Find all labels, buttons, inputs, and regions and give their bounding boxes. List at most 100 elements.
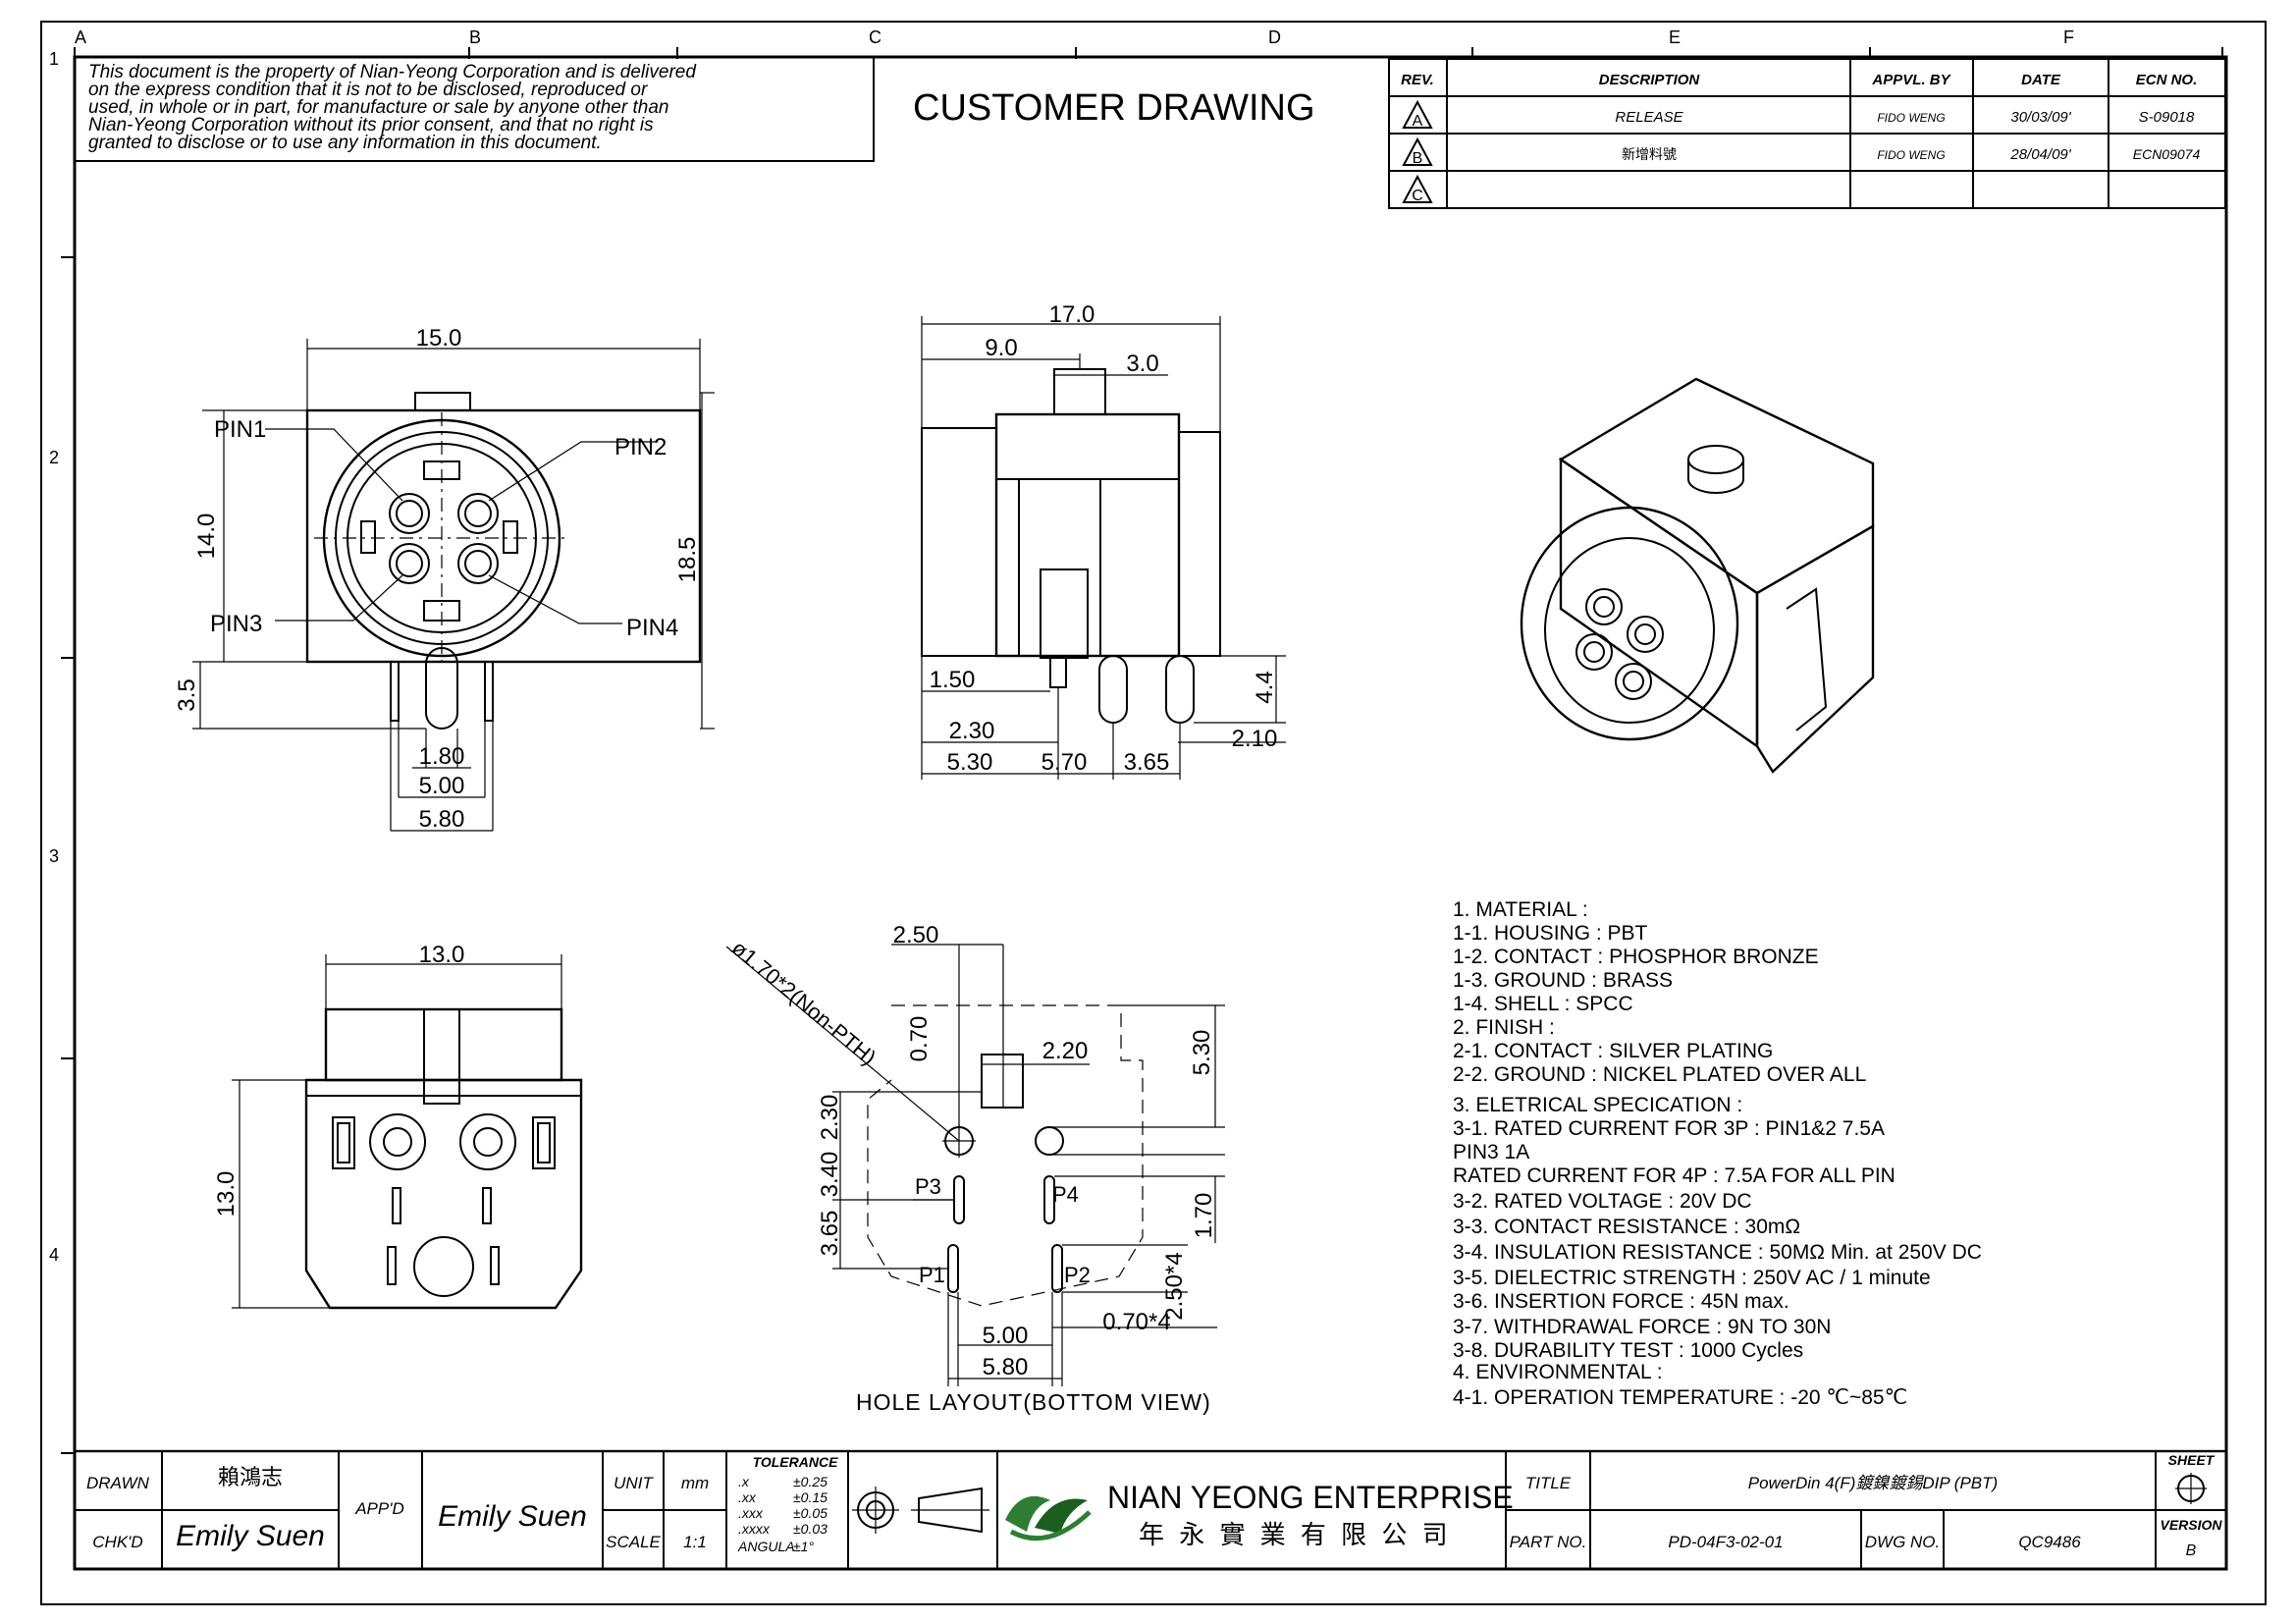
label-p4: P4 (1052, 1182, 1079, 1207)
hole-dim-8: 2.50*4 (1161, 1252, 1188, 1320)
appd-label: APP'D (354, 1499, 404, 1518)
iso-front-face (1559, 457, 1759, 749)
outer-border (40, 21, 2267, 1605)
hole-caption: HOLE LAYOUT(BOTTOM VIEW) (856, 1389, 1211, 1415)
hole-dim-0: 2.50 (893, 922, 939, 948)
hole-dim-11: 5.80 (983, 1354, 1029, 1380)
note-line: 2-1. CONTACT : SILVER PLATING (1453, 1040, 1773, 1062)
sheet-label: SHEET (2168, 1452, 2216, 1468)
version-value: B (2186, 1542, 2197, 1559)
hole-outline (867, 1004, 1144, 1307)
notice-line: on the express condition that it is not … (88, 80, 648, 100)
front-dim-a: 1.80 (419, 743, 465, 770)
appvl-header: APPVL. BY (1871, 72, 1951, 88)
scale-value: 1:1 (683, 1533, 707, 1551)
ecn-header: ECN NO. (2136, 72, 2198, 88)
grid-col-c: C (869, 27, 881, 47)
hole-right (1035, 1126, 1064, 1156)
front-dim-pin: 3.5 (174, 678, 200, 711)
slot-p2 (1051, 1244, 1063, 1293)
note-line: 3-1. RATED CURRENT FOR 3P : PIN1&2 7.5A (1453, 1117, 1885, 1140)
note-line: 1. MATERIAL : (1453, 898, 1588, 921)
drawing-title: CUSTOMER DRAWING (913, 87, 1315, 129)
rev-triangle (1402, 174, 1433, 203)
note-line: 3-3. CONTACT RESISTANCE : 30mΩ (1453, 1216, 1800, 1238)
hole-layout: 2.50 0.70 2.20 5.30 2.30 3.40 3.65 1.70 … (725, 922, 1225, 1415)
side-shell (921, 427, 997, 657)
side-dim-3: 1.50 (930, 667, 976, 693)
note-line: 3-5. DIELECTRIC STRENGTH : 250V AC / 1 m… (1453, 1267, 1931, 1289)
front-dim-b: 5.00 (419, 773, 465, 799)
part-label: PART NO. (1510, 1533, 1587, 1551)
slot-p4 (1043, 1175, 1055, 1224)
note-line: 1-1. HOUSING : PBT (1453, 922, 1648, 945)
drawn-value: 賴鴻志 (218, 1465, 283, 1489)
note-line: 3-4. INSULATION RESISTANCE : 50MΩ Min. a… (1453, 1241, 1982, 1264)
side-dim-6: 2.10 (1232, 726, 1278, 752)
note-line: 3-6. INSERTION FORCE : 45N max. (1453, 1290, 1789, 1313)
front-body-outline (305, 408, 702, 664)
note-line: 3-8. DURABILITY TEST : 1000 Cycles (1453, 1339, 1803, 1362)
grid-col-a: A (75, 27, 86, 47)
iso-side-face (1755, 523, 1875, 774)
front-dim-total: 18.5 (674, 537, 701, 583)
note-line: 1-4. SHELL : SPCC (1453, 993, 1633, 1015)
tol-value: ±0.03 (793, 1521, 828, 1537)
tol-value: ±0.05 (793, 1505, 828, 1521)
chkd-value: Emily Suen (176, 1520, 325, 1552)
note-line: 4. ENVIRONMENTAL : (1453, 1361, 1663, 1383)
label-p2: P2 (1064, 1263, 1091, 1287)
hole-dim-5: 3.40 (817, 1152, 843, 1198)
side-dim-7: 5.30 (947, 749, 993, 776)
inner-border (73, 55, 2228, 1571)
appd-value: Emily Suen (438, 1500, 587, 1533)
rev-b-ecn: ECN09074 (2133, 146, 2201, 162)
iso-top-face (1558, 377, 1875, 595)
drawn-label: DRAWN (86, 1474, 150, 1492)
side-dim-4: 4.4 (1252, 671, 1278, 703)
company-name-zh: 年 永 實 業 有 限 公 司 (1139, 1520, 1452, 1549)
pin3-label: PIN3 (210, 611, 262, 637)
hole-note: ø1.70*2(Non-PTH) (727, 936, 881, 1070)
front-view: 15.0 14.0 18.5 3.5 1.80 5.00 5.80 PIN1 P… (174, 325, 715, 833)
hole-dim-9: 0.70*4 (1102, 1309, 1170, 1335)
sheet-symbol-icon (2175, 1473, 2207, 1504)
tol-key: .xxxx (738, 1521, 771, 1537)
side-dim-9: 3.65 (1124, 749, 1170, 776)
hole-dim-3: 5.30 (1189, 1030, 1215, 1076)
revision-table: REV. DESCRIPTION APPVL. BY DATE ECN NO. … (1388, 58, 2226, 209)
tol-key: .x (738, 1474, 750, 1489)
rev-b-date: 28/04/09' (2009, 146, 2071, 163)
tol-key: .xxx (738, 1505, 764, 1521)
rev-a-ecn: S-09018 (2139, 109, 2195, 126)
hole-dim-10: 5.00 (983, 1323, 1029, 1349)
notice-text: This document is the property of Nian-Ye… (88, 62, 697, 153)
hole-dim-7: 1.70 (1191, 1193, 1217, 1239)
tol-value: ±1° (793, 1539, 814, 1554)
scale-label: SCALE (606, 1533, 661, 1551)
rev-b: B (1413, 150, 1423, 167)
front-dim-c: 5.80 (419, 806, 465, 833)
note-line: RATED CURRENT FOR 4P : 7.5A FOR ALL PIN (1453, 1164, 1896, 1187)
grid-row-1: 1 (49, 49, 59, 69)
note-line: 3-7. WITHDRAWAL FORCE : 9N TO 30N (1453, 1316, 1831, 1338)
note-line: 1-2. CONTACT : PHOSPHOR BRONZE (1453, 946, 1819, 968)
bottom-body (304, 1078, 583, 1310)
slot-p1 (947, 1244, 959, 1293)
grid-col-b: B (469, 27, 481, 47)
hole-dim-2: 2.20 (1042, 1038, 1089, 1064)
notice-line: used, in whole or in part, for manufactu… (88, 97, 668, 118)
rev-b-appvl: FIDO WENG (1877, 148, 1945, 162)
title-value: PowerDin 4(F)鍍鎳鍍錫DIP (PBT) (1748, 1474, 1998, 1492)
part-value: PD-04F3-02-01 (1668, 1533, 1783, 1551)
tol-key: ANGULA (737, 1539, 795, 1554)
iso-shell (1520, 506, 1739, 741)
note-line: 2. FINISH : (1453, 1016, 1555, 1039)
company-logo-icon (1005, 1495, 1092, 1542)
front-pin1 (389, 493, 430, 534)
note-line: 3-2. RATED VOLTAGE : 20V DC (1453, 1190, 1752, 1213)
grid-row-marks: 1 2 3 4 (49, 49, 75, 1454)
side-dim-0: 17.0 (1049, 301, 1095, 328)
label-p1: P1 (919, 1263, 945, 1287)
bottom-dim-height: 13.0 (213, 1171, 240, 1217)
